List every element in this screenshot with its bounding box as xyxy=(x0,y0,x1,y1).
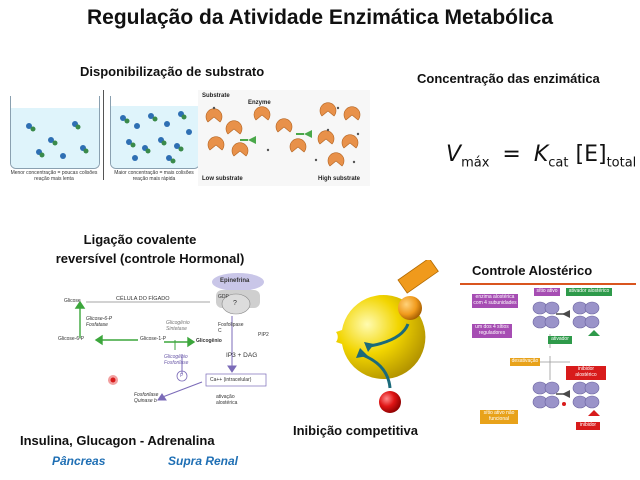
label-ativacao: ativação alostérica xyxy=(216,394,238,406)
source-pancreas: Pâncreas xyxy=(52,454,106,468)
tag-sitios-reguladores: um dos 4 sítios reguladores xyxy=(472,324,512,338)
label-fosforilase-quinase: Fosforilase Quinase b xyxy=(134,392,159,404)
label-calcio: Ca++ (intracelular) xyxy=(210,377,252,383)
label-enzyme: Enzyme xyxy=(248,100,271,106)
substrate-heading: Disponibilização de substrato xyxy=(80,64,265,79)
beaker-low-water xyxy=(11,108,99,168)
allosteric-diagram: sítio ativo ativador alostérico enzima a… xyxy=(470,288,635,434)
label-glicogenio-sintetase: Glicogênio Sintetase xyxy=(166,320,190,332)
hormones-text: Insulina, Glucagon - Adrenalina xyxy=(20,433,215,448)
label-low-substrate: Low substrate xyxy=(202,176,243,182)
formula-e-sub: total xyxy=(606,155,637,171)
label-question: ? xyxy=(233,300,237,307)
covalent-heading-line1: Ligação covalente xyxy=(83,232,197,247)
label-glicose: Glicose xyxy=(64,298,81,304)
allosteric-enzymes-icon xyxy=(532,301,600,416)
enzyme-substrate-icon xyxy=(205,102,361,167)
tag-ativador: ativador xyxy=(548,336,572,344)
label-g6p: Glicose-6-P xyxy=(58,336,85,342)
formula-v: V xyxy=(446,142,462,167)
label-high-substrate: High substrate xyxy=(318,176,361,182)
formula-v-sub: máx xyxy=(461,155,490,171)
tag-inibidor: inibidor xyxy=(576,422,600,430)
label-g1p: Glicose-1-P xyxy=(140,336,167,342)
tag-ativador-alosterico: ativador alostérico xyxy=(566,288,612,296)
formula-e: [E] xyxy=(575,142,607,167)
tag-enzima-alosterica: enzima alostérica com 4 subunidades xyxy=(472,294,518,308)
competitive-inhibition-icon xyxy=(336,260,439,413)
label-ip3-dag: IP3 + DAG xyxy=(226,352,258,359)
molecules-high-icon xyxy=(120,111,192,164)
tag-inibidor-alosterico: inibidor alostérico xyxy=(566,366,606,380)
label-gdp: GDP xyxy=(218,294,229,300)
beaker-high xyxy=(110,96,200,169)
page-title: Regulação da Atividade Enzimática Metabó… xyxy=(86,6,554,29)
beaker-high-caption: Maior concentração = mais colisões reaçã… xyxy=(114,170,194,182)
beaker-low-caption: Menor concentração = poucas colisões rea… xyxy=(10,170,98,182)
allosteric-underline xyxy=(460,283,636,285)
tag-desativacao: desativação xyxy=(510,358,540,366)
molecules-low-icon xyxy=(26,121,89,159)
label-epinefrina: Epinefrina xyxy=(220,278,250,284)
source-supra-renal: Supra Renal xyxy=(168,454,239,468)
substrate-enzyme-diagram: Substrate Enzyme Low substrate High subs… xyxy=(198,90,370,186)
label-pip2: PIP2 xyxy=(258,332,269,338)
label-g6p-fosfatase: Glicose-6-P Fosfatase xyxy=(86,316,112,328)
hormonal-pathway-diagram: Epinefrina CÉLULA DO FÍGADO Glicose Glic… xyxy=(30,270,290,410)
label-celula: CÉLULA DO FÍGADO xyxy=(116,296,170,302)
label-glicogenio-fosforilase: Glicogênio Fosforilase xyxy=(164,354,189,366)
label-substrate: Substrate xyxy=(202,93,230,99)
vmax-formula: Vmáx = Kcat [E]total xyxy=(446,142,636,170)
label-fosfolipase: Fosfolipase C xyxy=(218,322,244,334)
allosteric-heading: Controle Alostérico xyxy=(472,263,593,278)
formula-k: K xyxy=(533,142,549,167)
formula-k-sub: cat xyxy=(548,155,569,171)
beaker-divider xyxy=(103,90,104,180)
label-p: P xyxy=(180,373,184,379)
competitive-heading: Inibição competitiva xyxy=(293,423,418,438)
tag-sitio-ativo: sítio ativo xyxy=(534,288,560,296)
formula-equals: = xyxy=(502,142,521,167)
covalent-heading-line2: reversível (controle Hormonal) xyxy=(55,251,245,266)
label-glicogenio: Glicogênio xyxy=(196,338,222,344)
enzyme-concentration-heading: Concentração das enzimática xyxy=(417,71,600,86)
pathway-arrows-icon xyxy=(74,273,267,401)
beaker-low xyxy=(10,96,100,169)
tag-sitio-nao-funcional: sítio ativo não funcional xyxy=(480,410,518,424)
